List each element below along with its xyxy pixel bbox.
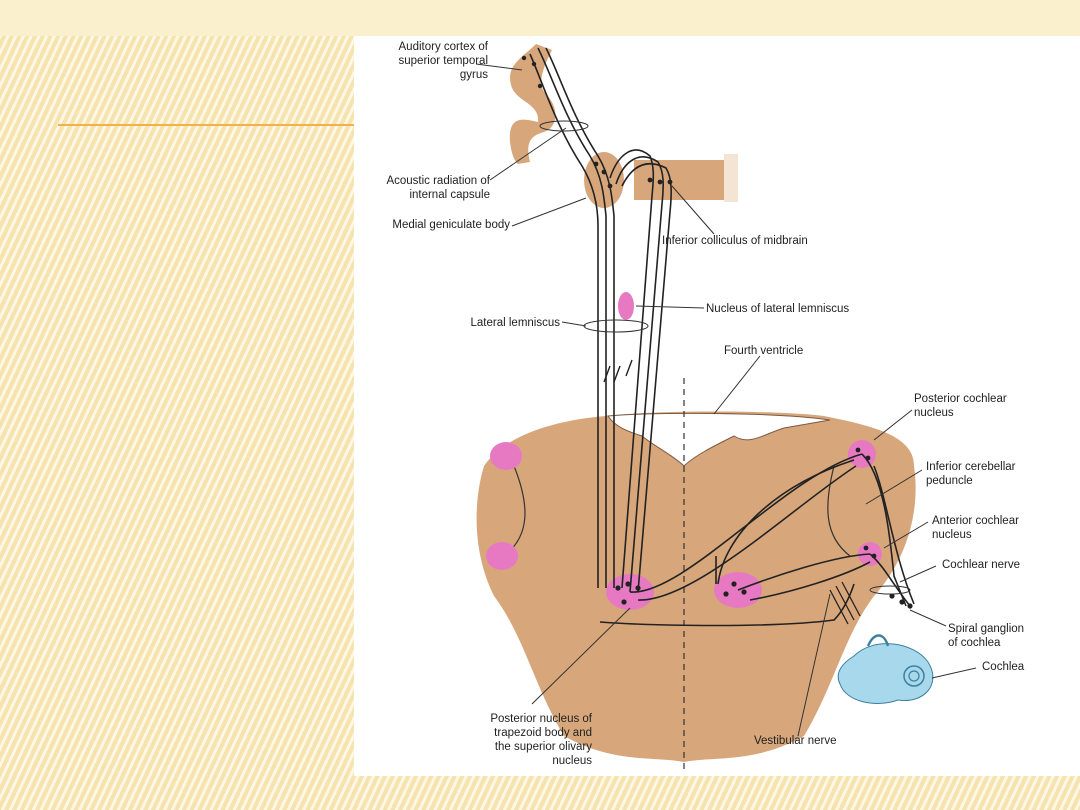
title-underline — [58, 124, 358, 126]
label-auditory-cortex: Auditory cortex of superior temporal gyr… — [398, 41, 488, 81]
label-inferior-cerebellar: Inferior cerebellar peduncle — [926, 461, 1016, 487]
inferior-colliculus-shape — [634, 162, 690, 194]
medulla-shape — [476, 411, 916, 762]
diagram-illustration — [475, 44, 977, 772]
slide-top-band — [0, 0, 1080, 36]
label-acoustic-radiation: Acoustic radiation of internal capsule — [386, 175, 490, 201]
label-medial-geniculate: Medial geniculate body — [392, 219, 510, 231]
label-anterior-cochlear: Anterior cochlear nucleus — [932, 515, 1019, 541]
label-inferior-colliculus: Inferior colliculus of midbrain — [662, 235, 808, 247]
cochlea-shape — [837, 643, 934, 704]
cortex-gyrus-shape — [509, 44, 556, 164]
label-nucleus-lateral-lemniscus: Nucleus of lateral lemniscus — [706, 303, 850, 315]
label-spiral-ganglion: Spiral ganglion of cochlea — [948, 623, 1025, 649]
label-posterior-cochlear: Posterior cochlear nucleus — [914, 393, 1007, 419]
label-vestibular-nerve: Vestibular nerve — [754, 735, 837, 747]
auditory-pathway-diagram: Auditory cortex of superior temporal gyr… — [354, 36, 1080, 776]
fourth-ventricle-shape — [607, 412, 831, 467]
label-cochlear-nerve: Cochlear nerve — [942, 559, 1020, 571]
nucleus-lateral-lemniscus-shape — [618, 292, 634, 320]
left-anterior-cochlear-nucleus — [486, 542, 518, 570]
label-fourth-ventricle: Fourth ventricle — [724, 345, 804, 357]
label-cochlea: Cochlea — [982, 661, 1025, 673]
label-posterior-nucleus-trapezoid: Posterior nucleus of trapezoid body and … — [490, 713, 592, 767]
label-lateral-lemniscus: Lateral lemniscus — [470, 317, 560, 329]
left-posterior-cochlear-nucleus — [490, 442, 522, 470]
